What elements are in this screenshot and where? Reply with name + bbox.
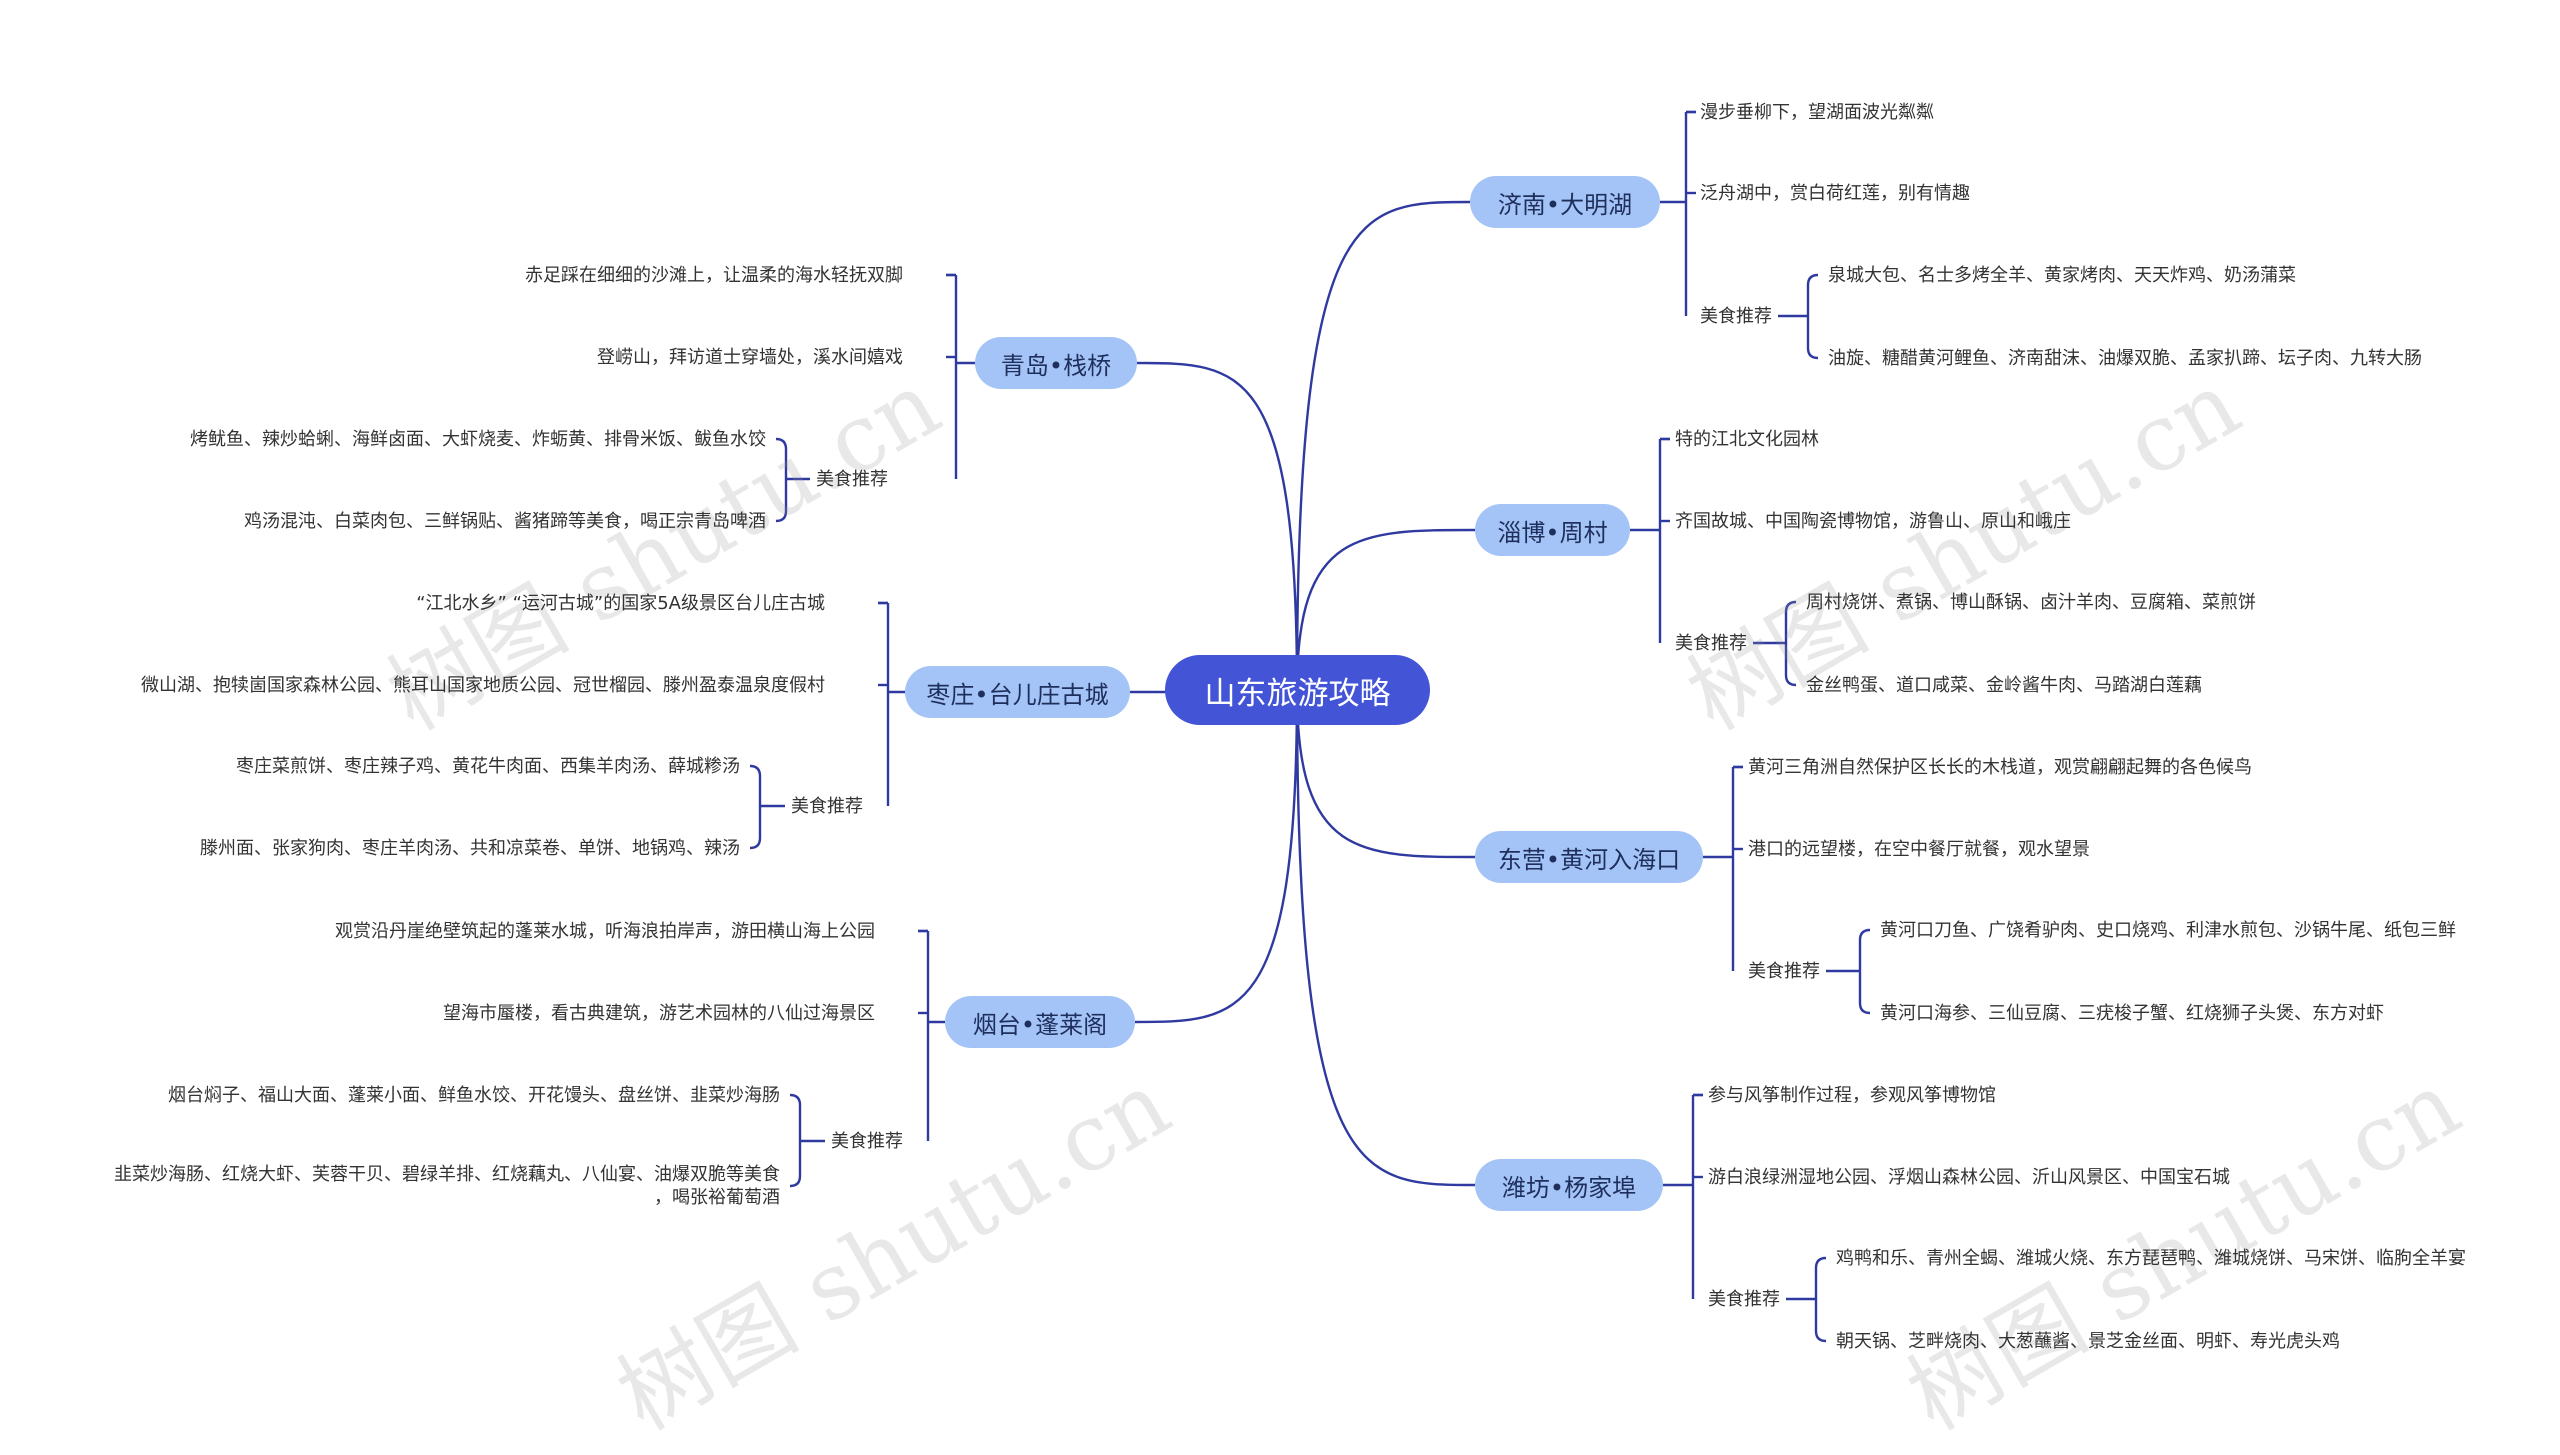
branch-connector (1136, 361, 1299, 691)
food-heading: 美食推荐 (1708, 1289, 1780, 1310)
topic-item: 观赏沿丹崖绝壁筑起的蓬莱水城，听海浪拍岸声，游田横山海上公园 (335, 921, 875, 942)
topic-item: “江北水乡” “运河古城”的国家5A级景区台儿庄古城 (416, 593, 825, 614)
food-heading: 美食推荐 (1748, 961, 1820, 982)
topic-item: 登崂山，拜访道士穿墙处，溪水间嬉戏 (597, 347, 903, 368)
food-item: 金丝鸭蛋、道口咸菜、金岭酱牛肉、马踏湖白莲藕 (1806, 675, 2202, 696)
child-bracket (926, 931, 945, 1141)
topic-item: 黄河三角洲自然保护区长长的木栈道，观赏翩翩起舞的各色候鸟 (1748, 757, 2252, 778)
mindmap-canvas: 树图 shutu.cn 树图 shutu.cn 树图 shutu.cn 树图 s… (114, 102, 2477, 1451)
food-item: 鸡汤混沌、白菜肉包、三鲜锅贴、酱猪蹄等美食，喝正宗青岛啤酒 (244, 511, 766, 532)
branch-topic[interactable]: 东营•黄河入海口 (1475, 831, 1703, 883)
topic-item: 赤足踩在细细的沙滩上，让温柔的海水轻抚双脚 (525, 265, 903, 286)
branch-topic[interactable]: 济南•大明湖 (1470, 176, 1660, 228)
food-item: 油旋、糖醋黄河鲤鱼、济南甜沫、油爆双脆、孟家扒蹄、坛子肉、九转大肠 (1828, 348, 2422, 369)
branch-connector (1134, 689, 1299, 1024)
topic-item: 参与风筝制作过程，参观风筝博物馆 (1708, 1085, 1996, 1106)
food-bracket (775, 437, 810, 523)
food-item: 朝天锅、芝畔烧肉、大葱蘸酱、景芝金丝面、明虾、寿光虎头鸡 (1836, 1331, 2340, 1352)
food-heading: 美食推荐 (816, 469, 888, 490)
food-heading: 美食推荐 (791, 796, 863, 817)
child-bracket (1660, 112, 1688, 316)
topic-item: 漫步垂柳下，望湖面波光粼粼 (1700, 102, 1934, 123)
topic-item: 微山湖、抱犊崮国家森林公园、熊耳山国家地质公园、冠世榴园、滕州盈泰温泉度假村 (141, 675, 825, 696)
food-bracket (1826, 928, 1871, 1015)
topic-item: 望海市蜃楼，看古典建筑，游艺术园林的八仙过海景区 (443, 1003, 875, 1024)
branch-connector (1295, 689, 1476, 1187)
child-bracket (1703, 767, 1735, 971)
child-bracket (954, 275, 975, 479)
food-item: 烤鱿鱼、辣炒蛤蜊、海鲜卤面、大虾烧麦、炸蛎黄、排骨米饭、鲅鱼水饺 (190, 429, 766, 450)
child-bracket (1663, 1095, 1695, 1299)
food-item: 滕州面、张家狗肉、枣庄羊肉汤、共和凉菜卷、单饼、地锅鸡、辣汤 (200, 838, 740, 859)
food-bracket (749, 764, 785, 850)
branch-topic[interactable]: 潍坊•杨家埠 (1475, 1159, 1663, 1211)
branch-connector (1295, 689, 1476, 859)
food-item: 黄河口海参、三仙豆腐、三疣梭子蟹、红烧狮子头煲、东方对虾 (1880, 1003, 2384, 1024)
branch-topic[interactable]: 青岛•栈桥 (975, 337, 1137, 389)
food-heading: 美食推荐 (1675, 633, 1747, 654)
topic-item: 游白浪绿洲湿地公园、浮烟山森林公园、沂山风景区、中国宝石城 (1708, 1167, 2230, 1188)
food-item: 鸡鸭和乐、青州全蝎、潍城火烧、东方琵琶鸭、潍城烧饼、马宋饼、临朐全羊宴 (1836, 1248, 2466, 1269)
food-bracket (1786, 1256, 1827, 1343)
branch-topic[interactable]: 烟台•蓬莱阁 (945, 996, 1135, 1048)
child-bracket (886, 603, 905, 806)
root-topic[interactable]: 山东旅游攻略 (1165, 655, 1430, 725)
topic-item: 泛舟湖中，赏白荷红莲，别有情趣 (1700, 183, 1970, 204)
branch-topic[interactable]: 淄博•周村 (1475, 504, 1630, 556)
topic-item: 齐国故城、中国陶瓷博物馆，游鲁山、原山和峨庄 (1675, 511, 2071, 532)
branch-topic[interactable]: 枣庄•台儿庄古城 (905, 666, 1130, 718)
food-item: 黄河口刀鱼、广饶肴驴肉、史口烧鸡、利津水煎包、沙锅牛尾、纸包三鲜 (1880, 920, 2456, 941)
food-bracket (789, 1093, 825, 1188)
topic-item: 港口的远望楼，在空中餐厅就餐，观水望景 (1748, 839, 2090, 860)
topic-item: 特的江北文化园林 (1675, 429, 1819, 450)
food-item: 枣庄菜煎饼、枣庄辣子鸡、黄花牛肉面、西集羊肉汤、薛城糁汤 (236, 756, 740, 777)
food-bracket (1753, 600, 1797, 687)
branch-connector (1295, 200, 1471, 691)
food-item: 烟台焖子、福山大面、蓬莱小面、鲜鱼水饺、开花馒头、盘丝饼、韭菜炒海肠 (168, 1085, 780, 1106)
food-heading: 美食推荐 (1700, 306, 1772, 327)
food-item: 韭菜炒海肠、红烧大虾、芙蓉干贝、碧绿羊排、红烧藕丸、八仙宴、油爆双脆等美食 ，喝… (114, 1164, 780, 1209)
food-bracket (1778, 273, 1819, 360)
food-heading: 美食推荐 (831, 1131, 903, 1152)
food-item: 周村烧饼、煮锅、博山酥锅、卤汁羊肉、豆腐箱、菜煎饼 (1806, 592, 2256, 613)
food-item: 泉城大包、名士多烤全羊、黄家烤肉、天天炸鸡、奶汤蒲菜 (1828, 265, 2296, 286)
branch-connector (1295, 528, 1476, 691)
child-bracket (1630, 439, 1662, 643)
